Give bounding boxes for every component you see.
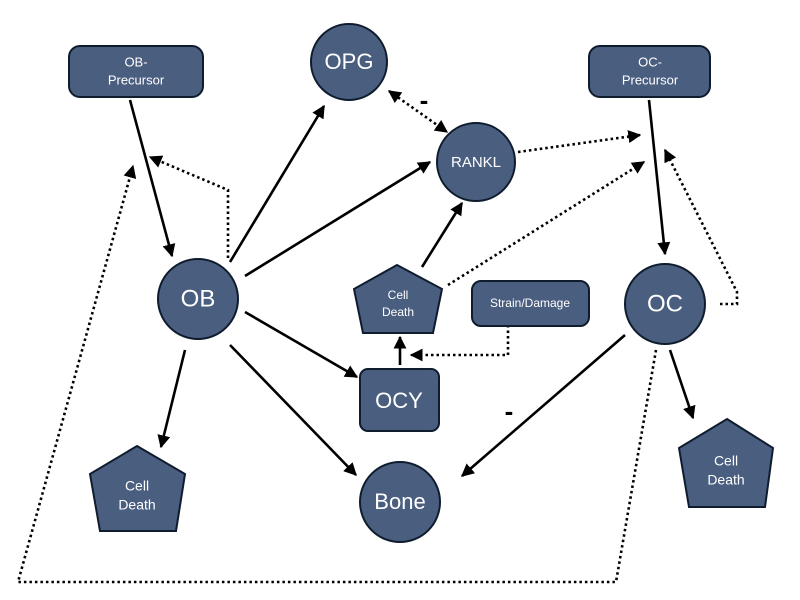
cell-death-left-label-line1: Cell bbox=[125, 478, 149, 494]
edge-ob-to-celldeath-left bbox=[157, 349, 187, 449]
edge-celldeath-to-ocprecursor bbox=[447, 160, 646, 287]
edge-ob-to-ocy bbox=[244, 310, 359, 379]
bone-label: Bone bbox=[374, 489, 425, 514]
cell-death-center-label-line2: Death bbox=[382, 305, 414, 319]
rankl-label: RANKL bbox=[451, 154, 501, 171]
edge-obprecursor-to-ob bbox=[128, 99, 176, 258]
ocy-label: OCY bbox=[375, 388, 423, 413]
node-oc: OC bbox=[624, 263, 706, 345]
opg-label: OPG bbox=[325, 49, 374, 74]
cell-death-right-label-line2: Death bbox=[707, 472, 744, 488]
node-cell-death-left: Cell Death bbox=[88, 444, 187, 532]
sign-opg-rankl: - bbox=[420, 85, 429, 115]
cell-death-left-label-line2: Death bbox=[118, 497, 155, 513]
cell-death-center-label-line1: Cell bbox=[388, 288, 409, 302]
edge-oc-to-bone bbox=[461, 334, 626, 477]
node-oc-precursor: OC- Precursor bbox=[588, 45, 711, 98]
edge-rankl-to-ocprecursor bbox=[517, 130, 642, 154]
ob-label: OB bbox=[181, 285, 216, 312]
node-cell-death-center: Cell Death bbox=[352, 263, 444, 334]
oc-precursor-label-line1: OC- bbox=[638, 54, 662, 69]
node-opg: OPG bbox=[310, 23, 388, 101]
edge-ob-to-bone bbox=[229, 344, 357, 476]
node-ocy: OCY bbox=[359, 368, 440, 432]
ob-precursor-label-line1: OB- bbox=[124, 54, 147, 69]
edge-ob-to-opg bbox=[228, 104, 326, 263]
node-cell-death-right: Cell Death bbox=[677, 417, 775, 508]
edge-opg-rankl-inhibit bbox=[387, 89, 449, 134]
edge-oc-to-obprecursor-feedback bbox=[16, 164, 658, 584]
edge-celldeath-to-rankl bbox=[420, 201, 464, 268]
node-strain-damage: Strain/Damage bbox=[471, 280, 590, 327]
edge-strain-to-celldeath bbox=[409, 325, 510, 362]
cell-death-right-label-line1: Cell bbox=[714, 453, 738, 469]
edge-ocprecursor-to-oc bbox=[647, 99, 671, 256]
sign-oc-bone: - bbox=[505, 396, 514, 426]
oc-label: OC bbox=[647, 290, 683, 317]
edge-oc-to-celldeath-right bbox=[668, 349, 696, 420]
edges bbox=[16, 89, 739, 584]
node-ob-precursor: OB- Precursor bbox=[68, 45, 204, 98]
node-rankl: RANKL bbox=[436, 122, 516, 202]
node-ob: OB bbox=[157, 258, 239, 340]
ob-precursor-label-line2: Precursor bbox=[108, 72, 165, 87]
node-bone: Bone bbox=[359, 461, 441, 543]
edge-oc-to-ocprecursor-feedback bbox=[663, 148, 739, 306]
edge-ob-to-rankl bbox=[244, 160, 432, 278]
edge-ob-to-obprecursor-feedback bbox=[148, 155, 230, 258]
strain-damage-label: Strain/Damage bbox=[490, 296, 570, 310]
oc-precursor-label-line2: Precursor bbox=[622, 72, 679, 87]
